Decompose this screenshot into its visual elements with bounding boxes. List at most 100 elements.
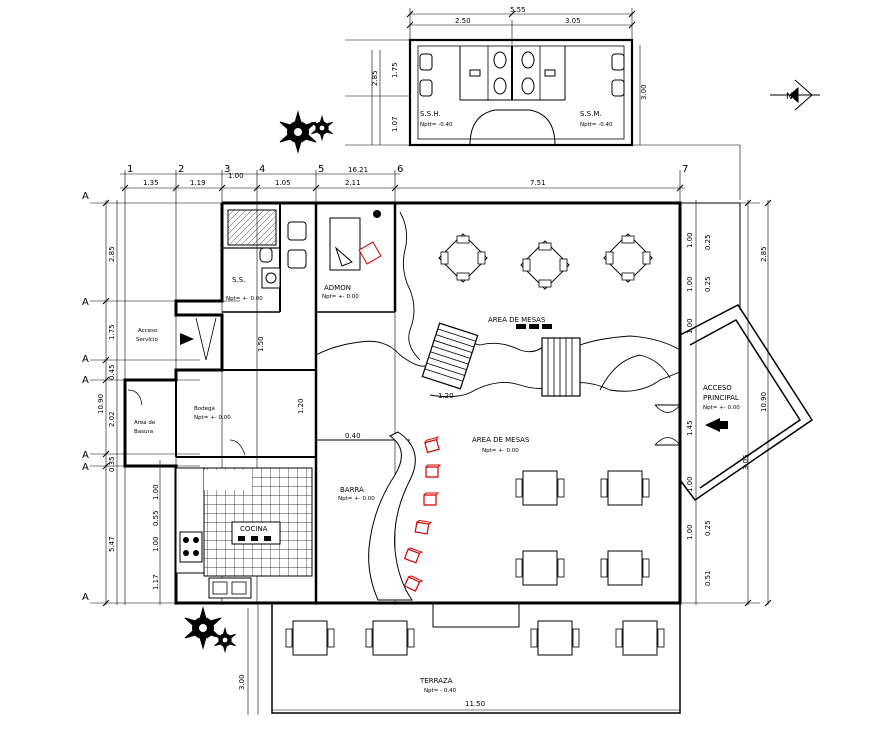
dim-left-inner: 1.17 xyxy=(152,574,160,590)
table-top-1 xyxy=(438,233,488,283)
dim-left-row: 5.47 xyxy=(108,536,116,552)
tree-icon xyxy=(184,607,222,649)
label-acceso-principal-level: Npt= +- 0.00 xyxy=(703,405,740,411)
dim-mid-vert: 1.50 xyxy=(257,336,265,352)
plant-icon xyxy=(373,210,381,218)
restroom-block xyxy=(408,38,634,147)
dim-grid-seg: 1.35 xyxy=(143,179,159,187)
dim-left-row: 2.85 xyxy=(108,246,116,262)
room-terraza-name: TERRAZA xyxy=(419,677,453,685)
dim-grid-seg: 1.05 xyxy=(275,179,291,187)
tree-icon xyxy=(310,115,334,141)
table-terrace-1 xyxy=(285,620,335,656)
right-dimensions: 1.00 0.25 1.00 0.25 1.00 1.45 1.00 0.25 … xyxy=(686,232,768,586)
dim-top-span: 16.21 xyxy=(348,166,368,174)
dim-ssh-right: 3.00 xyxy=(640,84,648,100)
room-barra-name: BARRA xyxy=(340,486,364,494)
dim-right-inner: 0.51 xyxy=(704,570,712,586)
room-bodega-name: Bodega xyxy=(194,406,215,412)
room-ssh-name: S.S.H. xyxy=(420,110,441,118)
room-admon-name: ADMON xyxy=(324,284,351,292)
table-top-3 xyxy=(603,233,653,283)
dim-left-row: 0.45 xyxy=(108,364,116,380)
room-basura-2: Basura xyxy=(134,429,153,435)
dim-right-col: 2.85 xyxy=(760,246,768,262)
stove-icon xyxy=(179,531,203,563)
label-acceso-principal-1: ACCESO xyxy=(703,384,732,392)
dim-right-inner: 0.25 xyxy=(704,520,712,536)
grid-col-5: 5 xyxy=(318,164,324,175)
grid-row-label: A xyxy=(82,375,89,386)
north-arrow-icon xyxy=(770,79,820,111)
dim-ramp: 1.20 xyxy=(438,392,454,400)
dim-right-inner: 1.00 xyxy=(686,476,694,492)
table-terrace-3 xyxy=(530,620,580,656)
north-label: N xyxy=(786,92,793,102)
room-admon-level: Npt= +- 0.00 xyxy=(322,294,359,300)
dim-ssh-h2: 1.07 xyxy=(391,116,399,132)
grid-col-4: 4 xyxy=(259,164,265,175)
bridge xyxy=(421,322,581,397)
grid-row-label: A xyxy=(82,354,89,365)
room-bodega-level: Npt= +- 0.00 xyxy=(194,415,231,421)
table-main-2 xyxy=(600,470,650,506)
dim-grid-seg: 7.51 xyxy=(530,179,546,187)
bar-counter xyxy=(368,431,416,601)
room-area-mesas-top: AREA DE MESAS xyxy=(488,316,546,324)
dim-grid-seg: 2.11 xyxy=(345,179,361,187)
dim-left-row: 0.35 xyxy=(108,456,116,472)
dim-right-inner: 1.00 xyxy=(686,318,694,334)
grid-col-3: 3 xyxy=(224,164,230,175)
grid-row-label: A xyxy=(82,592,89,603)
dim-right-inner: 1.00 xyxy=(686,232,694,248)
room-ssm-level: Nptt= -0.40 xyxy=(580,122,613,128)
entrance-arrow-icon xyxy=(705,418,728,432)
grid-row-label: A xyxy=(82,297,89,308)
dim-top-right: 3.05 xyxy=(565,17,581,25)
label-acceso-principal-2: PRINCIPAL xyxy=(703,394,739,402)
dimension-ticks xyxy=(102,10,772,607)
room-basura-1: Area de xyxy=(134,420,156,426)
ss-fixtures xyxy=(227,209,307,289)
dim-left-row: 2.02 xyxy=(108,411,116,427)
label-acceso-servicio-2: Servicio xyxy=(136,337,158,343)
dim-entry-diag: 3.05 xyxy=(742,454,750,470)
left-dimensions: 2.85 1.75 0.45 2.02 0.35 5.47 10.90 1.00… xyxy=(97,62,648,690)
terrace xyxy=(271,602,681,714)
table-main-1 xyxy=(515,470,565,506)
table-top-2 xyxy=(520,240,570,290)
grid-row-label: A xyxy=(82,450,89,461)
dim-right-inner: 0.25 xyxy=(704,276,712,292)
dim-grid-seg: 1.19 xyxy=(190,179,206,187)
dim-right-inner: 0.25 xyxy=(704,234,712,250)
grid-column-labels: 1 2 3 4 5 6 7 xyxy=(127,164,688,175)
grid-col-7: 7 xyxy=(682,164,688,175)
room-barra-level: Npt= +- 0.00 xyxy=(338,496,375,502)
table-terrace-4 xyxy=(615,620,665,656)
tree-icon xyxy=(279,111,317,153)
dim-left-total: 10.90 xyxy=(97,394,105,414)
main-entrance xyxy=(654,304,814,502)
dim-top-left: 2.50 xyxy=(455,17,471,25)
admon-desk xyxy=(329,217,382,271)
dim-top-total: 5.55 xyxy=(510,6,526,14)
dim-ssh-h1: 1.75 xyxy=(391,62,399,78)
service-arrow-icon xyxy=(180,333,194,345)
dim-ssh-h1: 2.85 xyxy=(371,70,379,86)
room-area-mesas-main: AREA DE MESAS xyxy=(472,436,530,444)
room-ss-name: S.S. xyxy=(232,276,245,284)
room-ssm-name: S.S.M. xyxy=(580,110,602,118)
dim-right-inner: 1.00 xyxy=(686,524,694,540)
top-dimensions: 5.55 2.50 3.05 1.35 1.19 1.00 1.05 2.11 … xyxy=(143,6,581,187)
room-area-mesas-level: Npt= +- 0.00 xyxy=(482,448,519,454)
grid-row-labels: A A A A A A A xyxy=(82,191,89,603)
table-main-3 xyxy=(515,550,565,586)
dim-terraza-width: 11.50 xyxy=(465,700,485,708)
dim-right-total: 10.90 xyxy=(760,392,768,412)
table-terrace-2 xyxy=(365,620,415,656)
dim-right-inner: 1.45 xyxy=(686,420,694,436)
dim-left-inner: 1.00 xyxy=(152,484,160,500)
grid-col-1: 1 xyxy=(127,164,133,175)
table-main-4 xyxy=(600,550,650,586)
grid-col-6: 6 xyxy=(397,164,403,175)
